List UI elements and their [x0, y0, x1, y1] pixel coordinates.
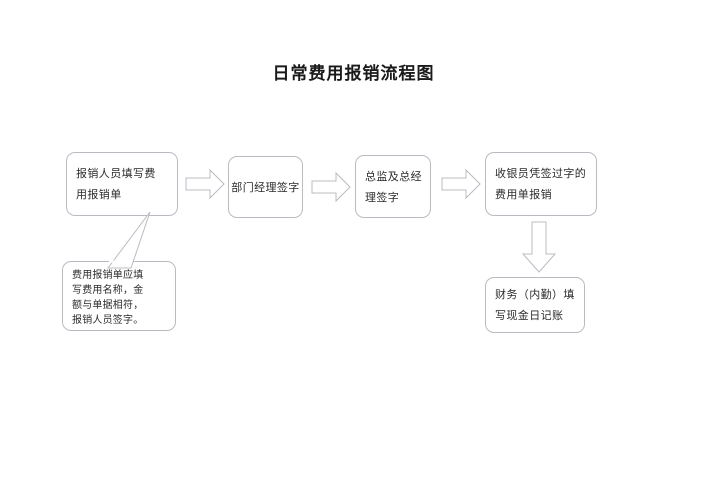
callout-note-line-2: 写费用名称，金	[72, 285, 144, 296]
node-director[interactable]: 总监及总经 理签字	[355, 155, 431, 218]
arrow-right-director-to-cashier	[441, 168, 481, 200]
node-director-line-2: 理签字	[365, 190, 400, 204]
node-finance-line-1: 财务（内勤）填	[495, 288, 575, 301]
page-title: 日常费用报销流程图	[272, 64, 435, 84]
node-finance[interactable]: 财务（内勤）填 写现金日记账	[485, 277, 585, 333]
callout-note[interactable]: 费用报销单应填 写费用名称，金 额与单据相符， 报销人员签字。	[62, 261, 176, 331]
callout-note-line-4: 报销人员签字。	[72, 315, 144, 326]
node-cashier[interactable]: 收银员凭签过字的 费用单报销	[485, 152, 597, 216]
node-director-line-1: 总监及总经	[365, 169, 422, 183]
node-apply[interactable]: 报销人员填写费 用报销单	[66, 152, 178, 216]
node-apply-line-1: 报销人员填写费	[76, 167, 156, 180]
callout-tail-pointer	[107, 211, 151, 269]
node-apply-line-2: 用报销单	[76, 188, 122, 201]
node-manager[interactable]: 部门经理签字	[228, 156, 303, 218]
arrow-right-apply-to-manager	[185, 168, 225, 200]
node-manager-line-1: 部门经理签字	[231, 180, 300, 194]
node-cashier-line-2: 费用单报销	[495, 188, 552, 201]
callout-note-line-3: 额与单据相符，	[72, 300, 144, 311]
node-cashier-line-1: 收银员凭签过字的	[495, 167, 587, 180]
callout-note-line-1: 费用报销单应填	[72, 270, 144, 281]
arrow-right-manager-to-director	[311, 171, 351, 203]
node-finance-line-2: 写现金日记账	[495, 309, 564, 322]
arrow-down-cashier-to-finance	[521, 221, 557, 273]
